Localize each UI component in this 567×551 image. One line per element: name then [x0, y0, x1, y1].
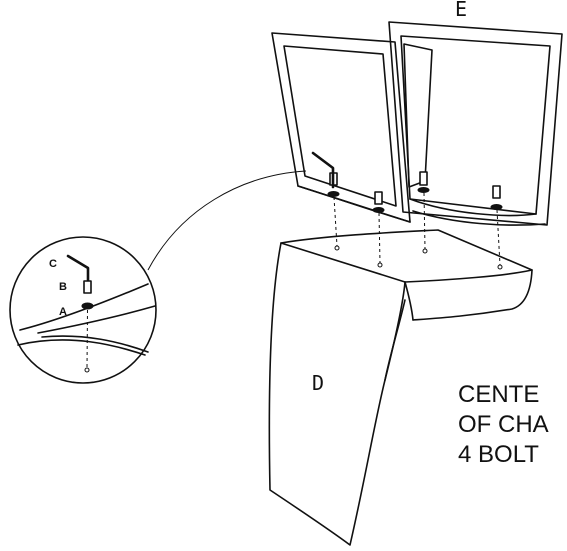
alignment-guides	[333, 192, 503, 270]
part-label-d: D	[312, 371, 324, 395]
instruction-line-1: CENTE	[458, 381, 539, 408]
instruction-line-2: OF CHA	[458, 411, 549, 438]
instruction-line-3: 4 BOLT	[458, 441, 539, 468]
detail-label-a: A	[59, 306, 67, 318]
part-label-e: E	[455, 0, 467, 21]
allen-key-icon	[311, 151, 335, 189]
bolt-3	[417, 171, 430, 193]
seat-d	[268, 229, 533, 546]
detail-label-c: C	[49, 258, 57, 270]
detail-label-b: B	[59, 281, 67, 293]
chair-back-frame-e	[271, 21, 563, 226]
bolt-2	[372, 191, 385, 213]
bolt-4	[490, 185, 503, 210]
detail-callout	[9, 170, 307, 384]
